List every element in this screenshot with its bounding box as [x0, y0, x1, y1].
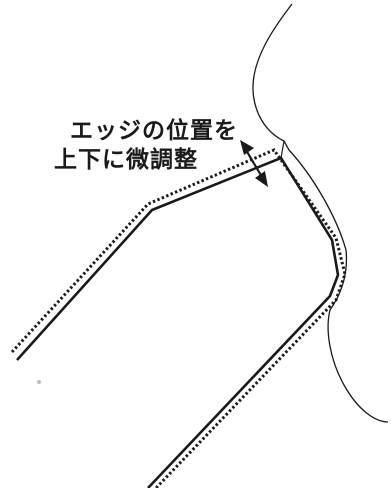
edge-line-original [16, 156, 340, 488]
double-headed-arrow-icon [240, 140, 268, 187]
annotation-line-2: 上下に微調整 [54, 146, 198, 173]
face-profile-outline [252, 3, 389, 423]
nose-bridge-tick [280, 140, 285, 159]
speck [37, 380, 41, 384]
edge-line-adjusted [10, 148, 347, 488]
annotation-line-1: エッジの位置を [70, 117, 238, 144]
